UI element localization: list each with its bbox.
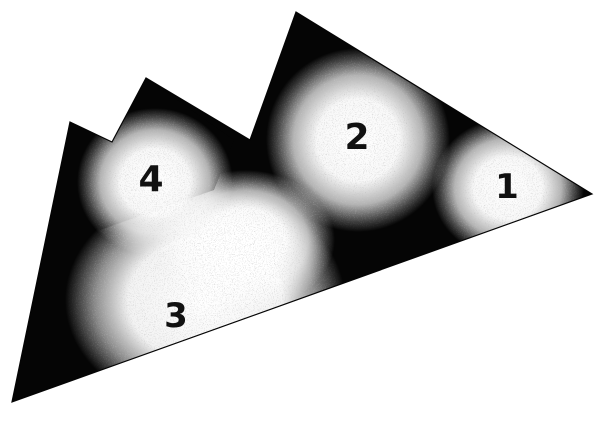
glow-group-upper <box>77 48 584 258</box>
region-label-2: 2 <box>344 120 369 156</box>
region-label-3: 3 <box>164 299 188 333</box>
region-label-1: 1 <box>495 170 519 204</box>
region-label-4: 4 <box>138 162 163 198</box>
